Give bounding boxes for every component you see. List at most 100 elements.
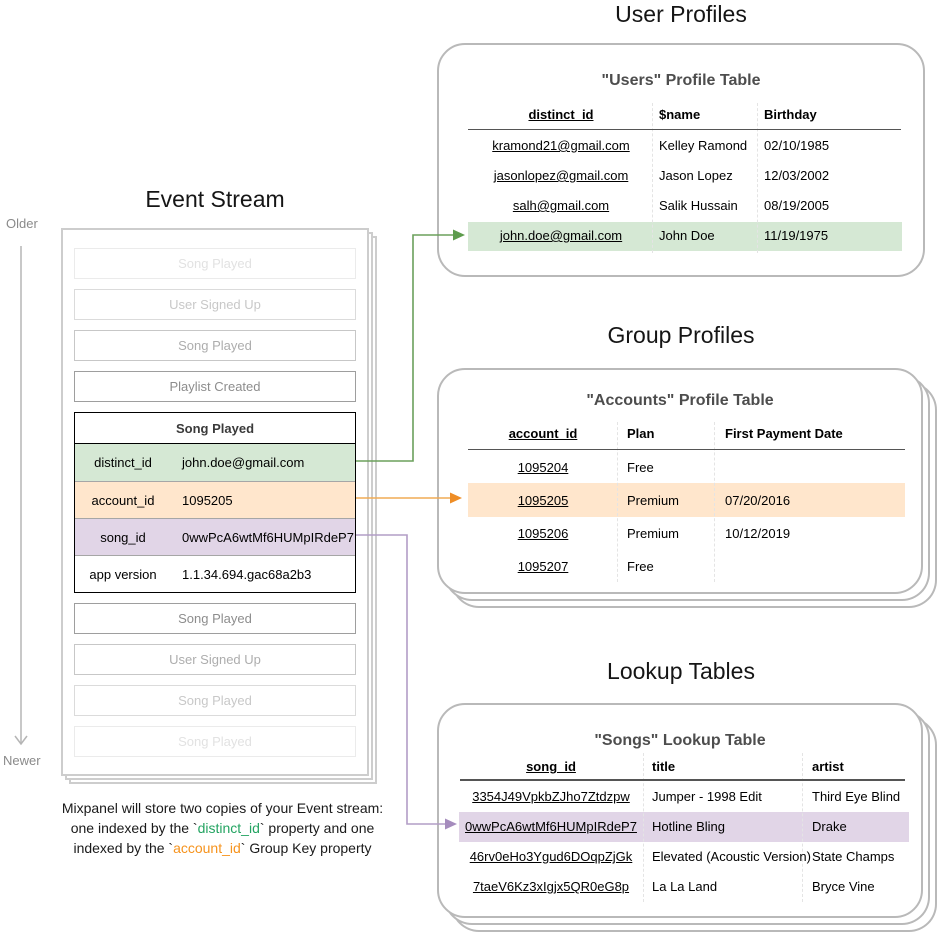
- event-item: Playlist Created: [74, 371, 356, 402]
- event-item-label: Song Played: [178, 338, 252, 353]
- table-cell: 3354J49VpkbZJho7Ztdzpw: [472, 789, 630, 804]
- table-cell: Jason Lopez: [659, 168, 733, 183]
- table-cell: 11/19/1975: [764, 228, 829, 243]
- header-rule: [460, 779, 905, 781]
- table-cell: 1095205: [517, 493, 569, 508]
- column-header: account_id: [508, 426, 578, 441]
- event-item-label: Song Played: [178, 734, 252, 749]
- table-cell: 1095207: [517, 559, 569, 574]
- property-key: app version: [89, 566, 157, 582]
- newer-label: Newer: [3, 753, 41, 768]
- event-item: Song Played: [74, 726, 356, 757]
- event-item: User Signed Up: [74, 289, 356, 320]
- table-cell: Kelley Ramond: [659, 138, 748, 153]
- event-item-label: Playlist Created: [169, 379, 261, 394]
- users-table-title: "Users" Profile Table: [601, 72, 761, 89]
- column-separator: [617, 422, 618, 582]
- mixpanel-caption: Mixpanel will store two copies of your E…: [40, 798, 405, 858]
- caption-text: one indexed by the `: [70, 820, 198, 836]
- table-cell: Free: [627, 559, 654, 574]
- distinct-id-accent: distinct_id: [197, 820, 260, 836]
- table-cell: Premium: [627, 493, 680, 508]
- column-header: artist: [812, 759, 844, 774]
- table-cell: john.doe@gmail.com: [499, 228, 623, 243]
- table-cell: Third Eye Blind: [812, 789, 901, 804]
- table-cell: 46rv0eHo3Ygud6DOqpZjGk: [469, 849, 633, 864]
- table-cell: salh@gmail.com: [512, 198, 610, 213]
- songs-table-title: "Songs" Lookup Table: [594, 732, 766, 749]
- event-property-app-version: app version 1.1.34.694.gac68a2b3: [75, 555, 355, 592]
- table-cell: 12/03/2002: [764, 168, 830, 183]
- column-separator: [643, 753, 644, 902]
- table-cell: 0wwPcA6wtMf6HUMpIRdeP7: [465, 819, 637, 834]
- event-item: User Signed Up: [74, 644, 356, 675]
- caption-line-2: one indexed by the `distinct_id` propert…: [71, 820, 375, 836]
- column-separator: [802, 753, 803, 902]
- column-header: Plan: [627, 426, 655, 441]
- property-value: john.doe@gmail.com: [182, 455, 305, 470]
- property-key: distinct_id: [94, 455, 152, 470]
- table-cell: Jumper - 1998 Edit: [652, 789, 762, 804]
- caption-text: indexed by the `: [73, 840, 174, 856]
- event-property-account-id: account_id 1095205: [75, 481, 355, 518]
- highlighted-row: [459, 812, 909, 842]
- table-cell: 7taeV6Kz3xIgjx5QR0eG8p: [472, 879, 630, 894]
- caption-line-3: indexed by the `account_id` Group Key pr…: [73, 840, 371, 856]
- table-cell: La La Land: [652, 879, 718, 894]
- column-header: $name: [659, 107, 701, 122]
- column-separator: [652, 103, 653, 253]
- table-cell: Hotline Bling: [652, 819, 725, 834]
- user-profiles-title: User Profiles: [615, 1, 747, 27]
- caption-text: ` Group Key property: [240, 840, 372, 856]
- table-cell: Salik Hussain: [659, 198, 738, 213]
- down-arrow-icon: [14, 735, 28, 746]
- table-cell: Premium: [627, 526, 680, 541]
- older-label: Older: [6, 216, 38, 231]
- event-property-distinct-id: distinct_id john.doe@gmail.com: [75, 444, 355, 481]
- caption-line-1: Mixpanel will store two copies of your E…: [61, 800, 384, 816]
- property-value: 1095205: [182, 492, 233, 508]
- event-item-label: Song Played: [178, 693, 252, 708]
- event-item-label: Song Played: [178, 611, 252, 626]
- table-cell: Drake: [812, 819, 847, 834]
- event-item-label: User Signed Up: [169, 297, 261, 312]
- event-card-title: Song Played: [75, 413, 355, 444]
- table-cell: 07/20/2016: [725, 493, 791, 508]
- table-cell: 10/12/2019: [725, 526, 791, 541]
- table-cell: 1095206: [517, 526, 569, 541]
- event-item: Song Played: [74, 603, 356, 634]
- column-header: Birthday: [764, 107, 817, 122]
- user-profiles-panel: "Users" Profile Table distinct_id $name …: [437, 43, 925, 277]
- table-cell: 02/10/1985: [764, 138, 830, 153]
- event-item: Song Played: [74, 685, 356, 716]
- table-cell: 1095204: [517, 460, 569, 475]
- caption-text: ` property and one: [259, 820, 375, 836]
- expanded-event-card: Song Played distinct_id john.doe@gmail.c…: [74, 412, 356, 593]
- column-header: distinct_id: [528, 107, 594, 122]
- table-cell: jasonlopez@gmail.com: [493, 168, 629, 183]
- table-cell: kramond21@gmail.com: [492, 138, 630, 153]
- column-header: song_id: [526, 759, 576, 774]
- table-cell: John Doe: [659, 228, 715, 243]
- accounts-table-title: "Accounts" Profile Table: [586, 392, 774, 409]
- column-header: First Payment Date: [725, 426, 843, 441]
- table-cell: Free: [627, 460, 654, 475]
- table-cell: State Champs: [812, 849, 895, 864]
- event-stream-title: Event Stream: [145, 186, 285, 212]
- property-key: account_id: [91, 492, 155, 508]
- timeline-arrow: [14, 246, 28, 746]
- header-rule: [468, 129, 901, 130]
- account-id-accent: account_id: [173, 840, 241, 856]
- column-separator: [714, 422, 715, 582]
- column-separator: [757, 103, 758, 253]
- group-profiles-title: Group Profiles: [607, 322, 755, 348]
- event-stream-panel: Song Played User Signed Up Song Played P…: [61, 228, 369, 776]
- property-value: 0wwPcA6wtMf6HUMpIRdeP7: [182, 529, 354, 545]
- lookup-tables-panel: "Songs" Lookup Table song_id title artis…: [437, 703, 923, 918]
- header-rule: [468, 449, 905, 450]
- highlighted-row: [468, 483, 905, 517]
- table-cell: Bryce Vine: [812, 879, 875, 894]
- property-key: song_id: [100, 529, 146, 545]
- table-cell: Elevated (Acoustic Version): [652, 849, 811, 864]
